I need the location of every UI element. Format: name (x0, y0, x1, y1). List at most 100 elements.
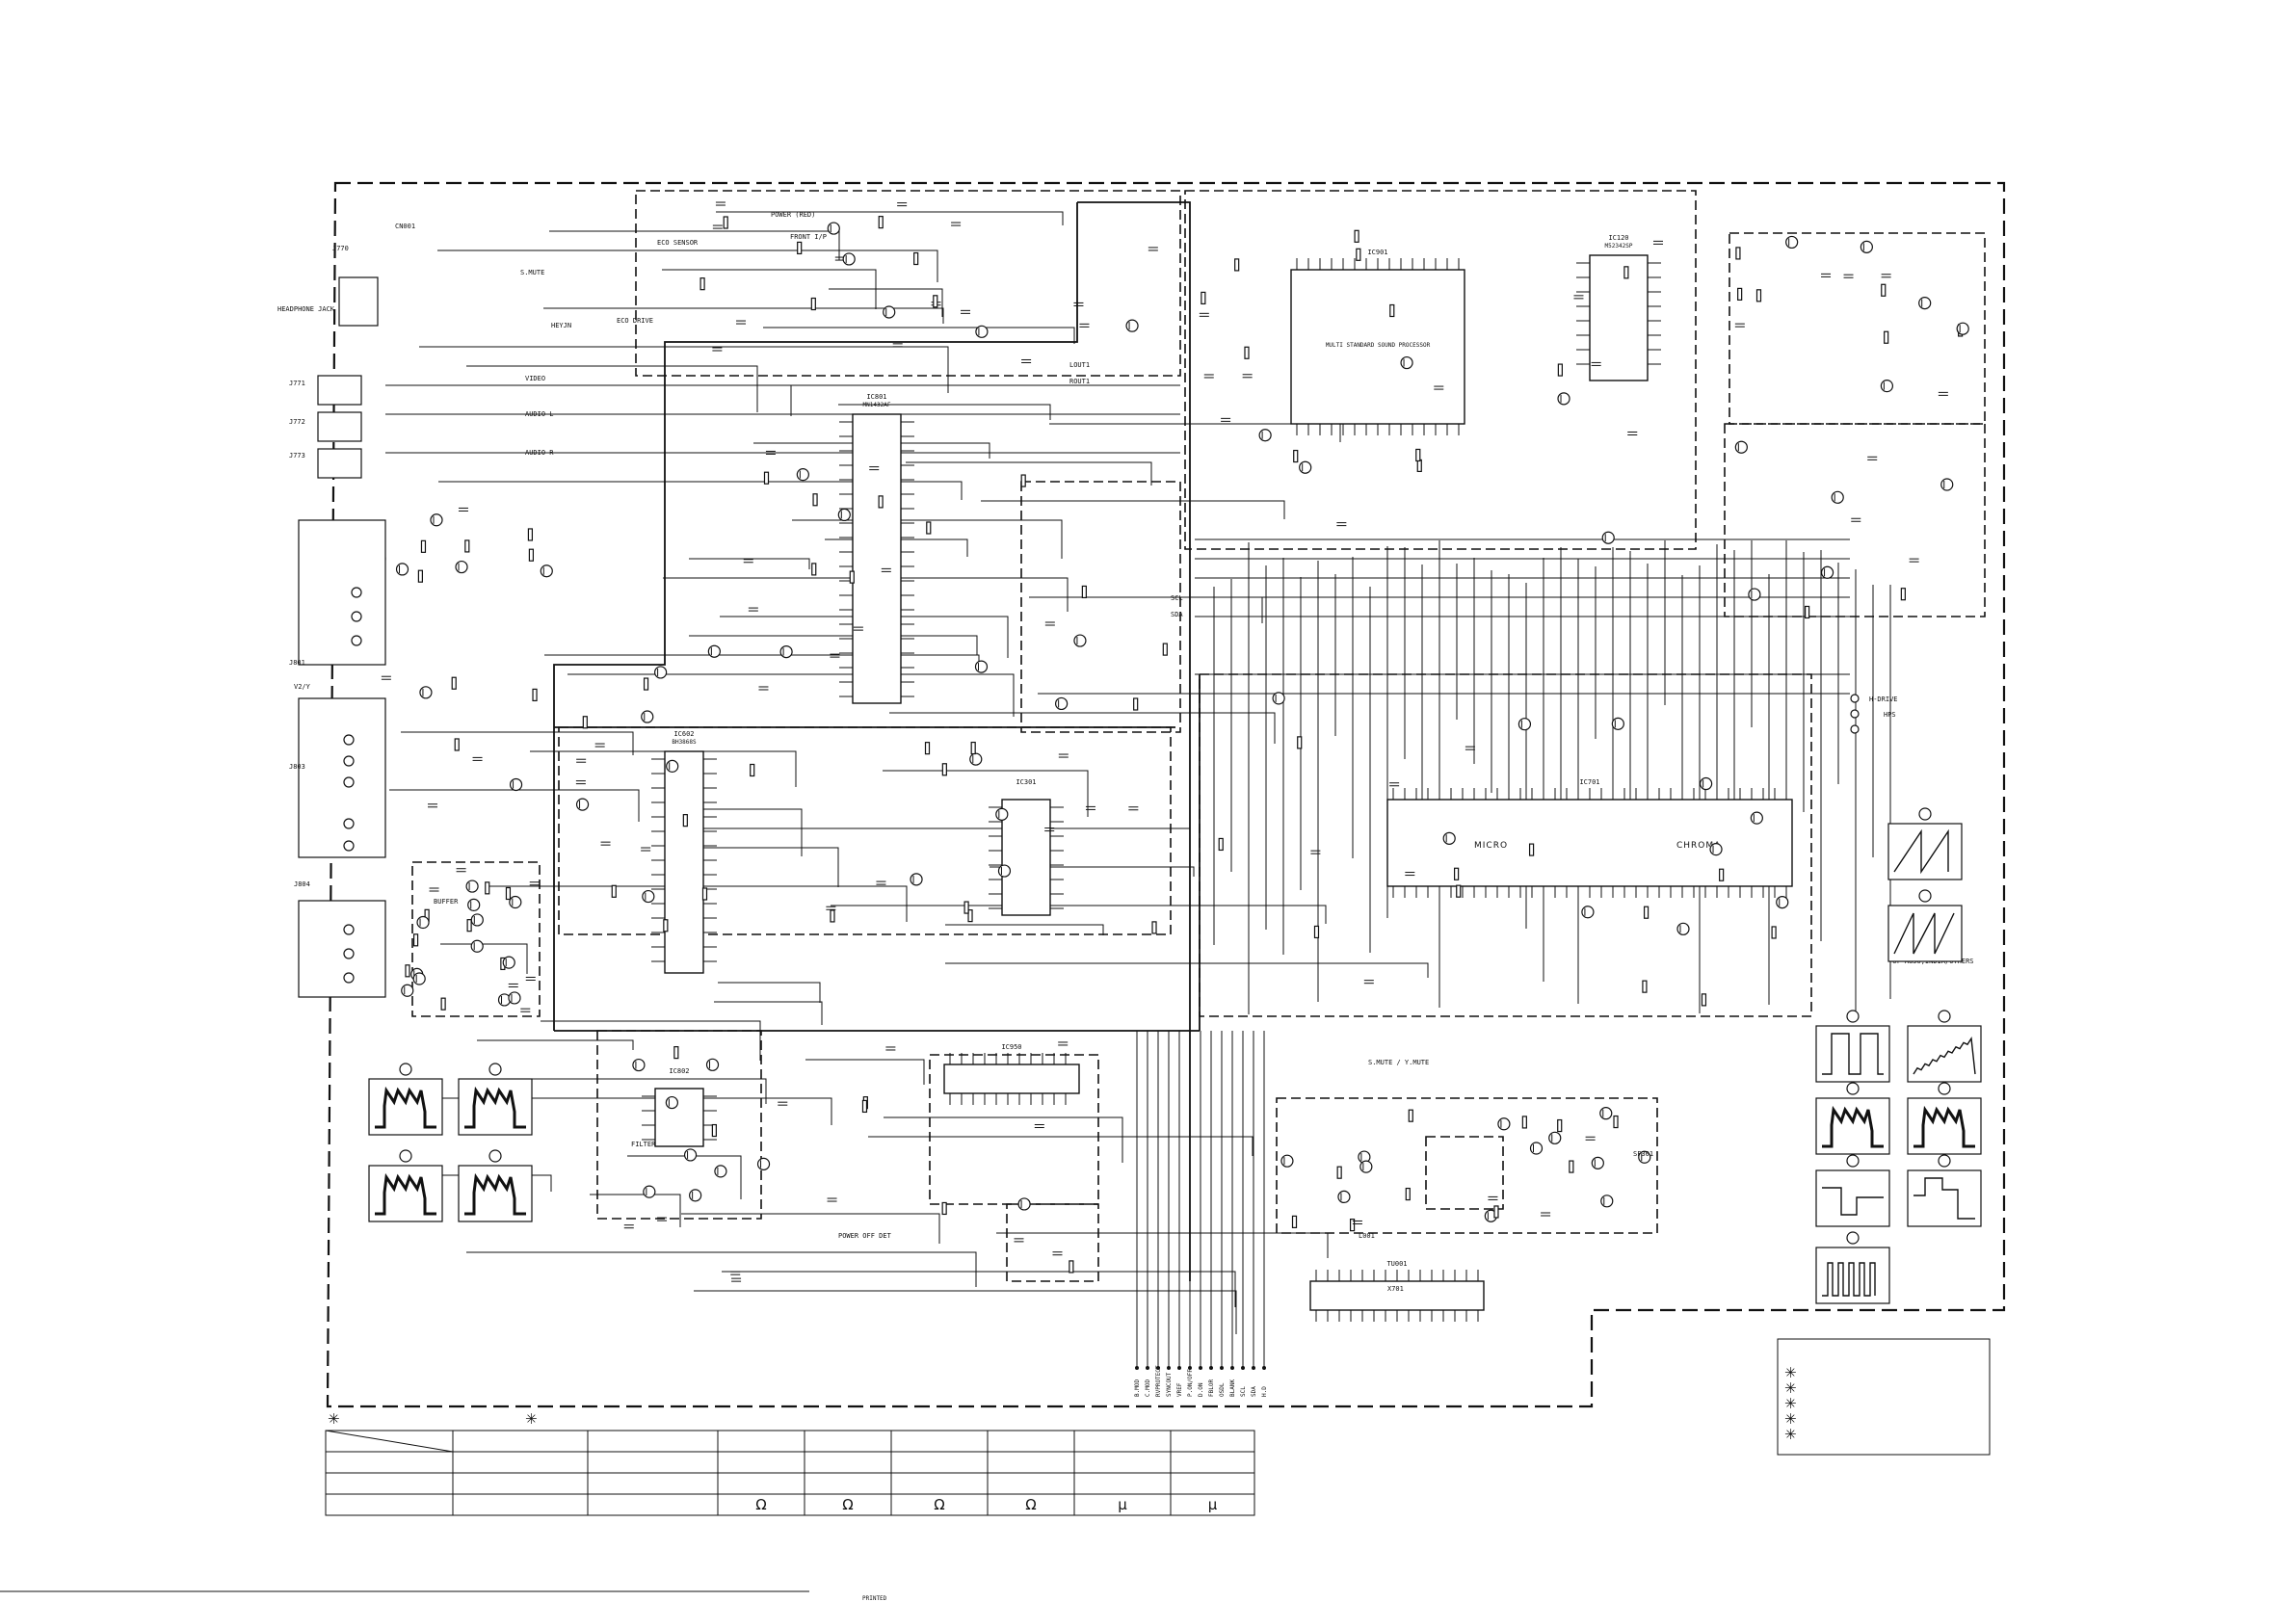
waveform-w8 (1907, 1154, 1982, 1227)
ic-ref-ic120: IC120 (1608, 234, 1628, 242)
bus-8: OSDL (1219, 1382, 1226, 1397)
bus-7: FBLOR (1208, 1379, 1215, 1397)
jack-j773 (317, 448, 362, 479)
notes-marker-0: ✳ (1784, 1364, 1797, 1381)
waveform-w6 (1907, 1082, 1982, 1155)
label-28: S.MUTE / Y.MUTE (1368, 1059, 1429, 1066)
label-19: HEYJN (551, 322, 571, 329)
label-24: V2/Y (294, 683, 311, 691)
table-unit-5: Ω (842, 1496, 853, 1513)
ic-ic301: IC301 (989, 778, 1064, 916)
table-marker-left: ✳ (328, 1410, 340, 1428)
label-8: J772 (289, 418, 305, 426)
signal-wires (385, 211, 1891, 1334)
av-switch-block (1020, 481, 1181, 733)
audio-amp-block (558, 726, 1172, 935)
ic-ic950: IC950 (943, 1043, 1080, 1105)
waveform-w4 (1907, 1010, 1982, 1083)
ic-ref-ic301: IC301 (1016, 778, 1036, 786)
ic-ic802: IC802 (642, 1067, 717, 1147)
label-5: CN001 (395, 223, 415, 230)
ic701-section-micro: MICRO (1474, 841, 1508, 851)
av-input-group (298, 697, 386, 858)
ic-ref-ic950: IC950 (1001, 1043, 1021, 1051)
bus-0: B.MOD (1134, 1379, 1141, 1397)
bus-4: VREF (1176, 1382, 1183, 1397)
waveform-w9 (1815, 1231, 1890, 1304)
table-unit-7: Ω (1025, 1496, 1036, 1513)
ic-tu001: TU001 (1309, 1260, 1485, 1322)
buffer-block (411, 861, 541, 1017)
table-unit-6: Ω (934, 1496, 944, 1513)
label-27: J804 (294, 880, 310, 888)
ic-ref-ic801: IC801 (866, 393, 886, 401)
table-marker-right: ✳ (525, 1410, 538, 1428)
ic-ref-ic701: IC701 (1579, 778, 1599, 786)
notes-marker-2: ✳ (1784, 1395, 1797, 1412)
waveform-w1 (1887, 807, 1963, 880)
main-traces (553, 201, 1201, 1281)
bus-1: C.MOD (1145, 1379, 1151, 1397)
sif-block (1425, 1136, 1504, 1210)
bus-5: P.ON/OFF (1187, 1369, 1194, 1397)
power-sub-block (1006, 1203, 1099, 1282)
label-13: LOUT1 (1069, 361, 1090, 369)
jack-j772 (317, 411, 362, 442)
label-15: BUFFER (434, 898, 459, 906)
label-26: J801 (289, 659, 305, 667)
label-23: SDA (1171, 611, 1183, 618)
notes-box: ✳✳✳✳✳ (1777, 1338, 1991, 1456)
ic701-section-chroma: CHROMA (1676, 841, 1721, 851)
bus-6: D.ON (1198, 1382, 1204, 1397)
label-30: SF301 (1633, 1150, 1653, 1158)
label-16: FILTER (631, 1141, 656, 1148)
waveform-w2 (1887, 889, 1963, 962)
sound-processor-block (1184, 190, 1697, 550)
notes-marker-1: ✳ (1784, 1379, 1797, 1397)
footer-label: PRINTED (862, 1595, 887, 1602)
ic-part-ic801: MN1432AF (863, 402, 891, 408)
waveform-w13 (458, 1149, 533, 1222)
ic-part-ic120: M52342SP (1605, 243, 1633, 249)
bus-12: H.D (1261, 1386, 1268, 1397)
label-2: ECO SENSOR (657, 239, 699, 247)
front-io-block (635, 190, 1181, 377)
waveform-w5 (1815, 1082, 1890, 1155)
tuner-block (1276, 1097, 1658, 1234)
label-20: H-DRIVE (1869, 696, 1898, 703)
table-unit-9: μ (1208, 1496, 1218, 1513)
label-25: J803 (289, 763, 305, 771)
components (381, 201, 1969, 1282)
bus-10: SCL (1240, 1386, 1247, 1397)
waveform-w7 (1815, 1154, 1890, 1227)
label-22: SCL (1171, 594, 1183, 602)
label-29: X701 (1387, 1285, 1404, 1293)
label-12: AUDIO-R (525, 449, 554, 457)
waveform-w10 (368, 1063, 443, 1136)
right-terminals (1850, 694, 1860, 734)
label-14: ROUT1 (1069, 378, 1090, 385)
waveform-w3 (1815, 1010, 1890, 1083)
ic-ref-tu001: TU001 (1386, 1260, 1407, 1268)
label-4: POWER (RED) (771, 211, 815, 219)
ic-ref-ic802: IC802 (669, 1067, 689, 1075)
notes-marker-4: ✳ (1784, 1426, 1797, 1443)
jack-j771 (317, 375, 362, 406)
label-1: FRONT I/P (790, 233, 827, 241)
bus-11: SDA (1251, 1386, 1257, 1397)
waveform-w11 (458, 1063, 533, 1136)
ic-ref-ic602: IC602 (673, 730, 694, 738)
left-connectors (298, 276, 386, 998)
ic-part-ic602: BH3868S (672, 739, 697, 746)
label-3: ECO DRIVE (617, 317, 653, 325)
label-9: J773 (289, 452, 305, 460)
label-17: POWER OFF DET (838, 1232, 892, 1240)
scart-group (298, 519, 386, 666)
